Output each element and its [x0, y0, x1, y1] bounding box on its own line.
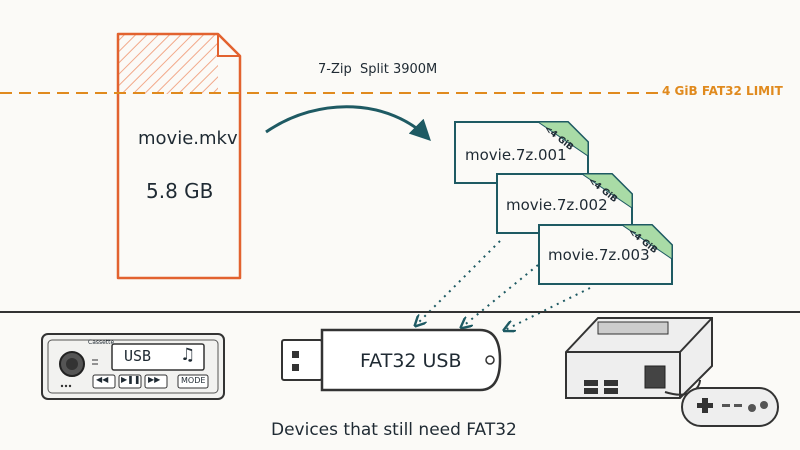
game-console: [565, 317, 779, 427]
fat32-limit-label: 4 GiB FAT32 LIMIT: [662, 84, 783, 98]
part-1-name: movie.7z.001: [465, 146, 567, 164]
music-note-icon: ♫: [180, 345, 196, 365]
part-file-1: [454, 121, 589, 184]
source-file: [116, 32, 242, 280]
split-arrow: [265, 105, 431, 141]
usb-connector: [281, 339, 323, 381]
car-radio-display: USB: [124, 347, 152, 365]
source-file-size: 5.8 GB: [146, 179, 214, 203]
usb-body: [320, 328, 502, 392]
source-file-name: movie.mkv: [138, 128, 238, 149]
size-badge-3: [620, 224, 673, 260]
part-file-2: [496, 173, 633, 234]
cartridge-slot: [597, 321, 669, 335]
car-radio: [41, 333, 225, 400]
part-3-name: movie.7z.003: [548, 246, 650, 264]
size-badge-2: [580, 173, 633, 209]
dotted-arrow-2: [462, 264, 539, 327]
usb-label: FAT32 USB: [360, 350, 462, 372]
size-badge-1: [536, 121, 589, 157]
file-corner-icon: [217, 34, 240, 57]
caption: Devices that still need FAT32: [271, 420, 517, 440]
fast-forward-button[interactable]: ▶▶: [148, 375, 161, 384]
mode-button[interactable]: MODE: [181, 376, 206, 385]
play-pause-button[interactable]: ▶❚❚: [121, 375, 141, 384]
part-2-name: movie.7z.002: [506, 196, 608, 214]
overflow-hatch: [118, 34, 218, 94]
dotted-arrow-3: [505, 287, 591, 330]
file-icon: [116, 32, 242, 280]
car-radio-brand: Cassette: [88, 339, 115, 346]
split-tool-label: 7-Zip Split 3900M: [318, 62, 438, 77]
radio-display: [111, 343, 205, 371]
part-file-3: [538, 224, 673, 285]
rewind-button[interactable]: ◀◀: [96, 375, 109, 384]
usb-stick: [281, 328, 502, 392]
